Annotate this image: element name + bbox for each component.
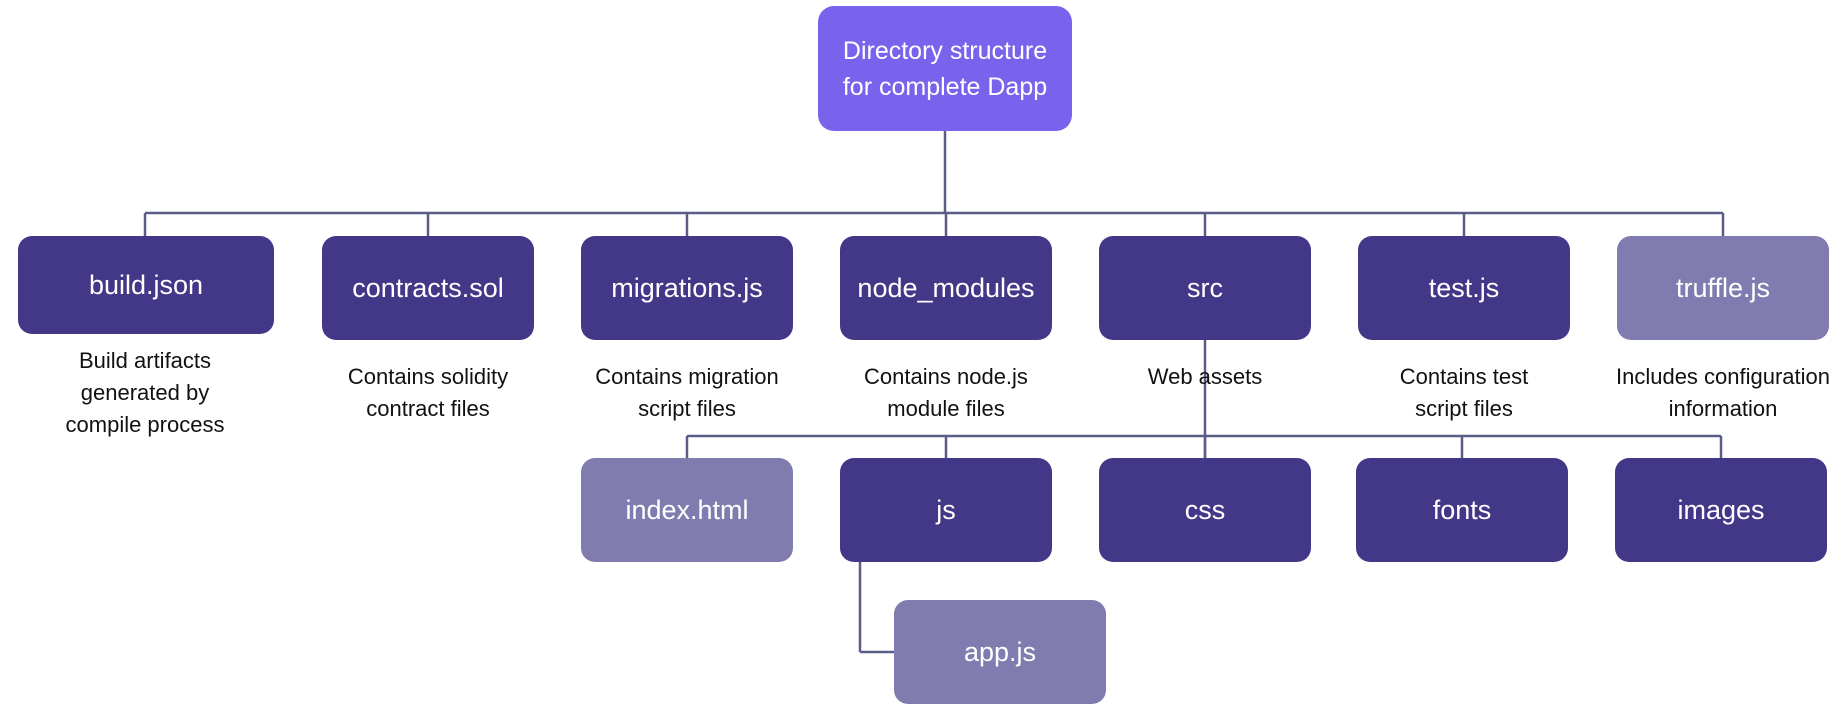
node-label: js <box>936 494 956 525</box>
node-label: fonts <box>1432 494 1492 525</box>
node-caption-contracts: Contains solidity contract files <box>347 364 509 421</box>
folder-node-build: build.json <box>18 236 274 334</box>
node-label: node_modules <box>857 272 1035 303</box>
folder-node-images: images <box>1615 458 1827 562</box>
node-label: css <box>1184 494 1226 525</box>
node-label: truffle.js <box>1675 272 1771 303</box>
folder-node-css: css <box>1099 458 1311 562</box>
node-label: build.json <box>88 269 204 300</box>
node-caption-build: Build artifacts generated by compile pro… <box>65 348 225 437</box>
folder-node-app-js: app.js <box>894 600 1106 704</box>
folder-node-contracts: contracts.sol <box>322 236 534 340</box>
folder-node-node-modules: node_modules <box>840 236 1052 340</box>
node-caption-src: Web assets <box>1147 364 1263 389</box>
node-label: app.js <box>963 636 1037 667</box>
node-label: test.js <box>1428 272 1500 303</box>
folder-node-fonts: fonts <box>1356 458 1568 562</box>
folder-node-js: js <box>840 458 1052 562</box>
node-label: images <box>1677 494 1765 525</box>
node-label: contracts.sol <box>352 272 504 303</box>
root-node: Directory structure for complete Dapp <box>818 6 1072 131</box>
node-caption-test: Contains test script files <box>1399 364 1529 421</box>
node-label: index.html <box>625 494 749 525</box>
node-caption-node-modules: Contains node.js module files <box>864 364 1028 421</box>
folder-node-test: test.js <box>1358 236 1570 340</box>
root-title: Directory structure for complete Dapp <box>842 36 1048 101</box>
folder-node-truffle: truffle.js <box>1617 236 1829 340</box>
node-label: src <box>1187 272 1223 303</box>
folder-node-index-html: index.html <box>581 458 793 562</box>
folder-node-migrations: migrations.js <box>581 236 793 340</box>
folder-node-src: src <box>1099 236 1311 340</box>
node-caption-truffle: Includes configuration information <box>1615 364 1831 421</box>
node-label: migrations.js <box>611 272 763 303</box>
node-caption-migrations: Contains migration script files <box>595 364 779 421</box>
